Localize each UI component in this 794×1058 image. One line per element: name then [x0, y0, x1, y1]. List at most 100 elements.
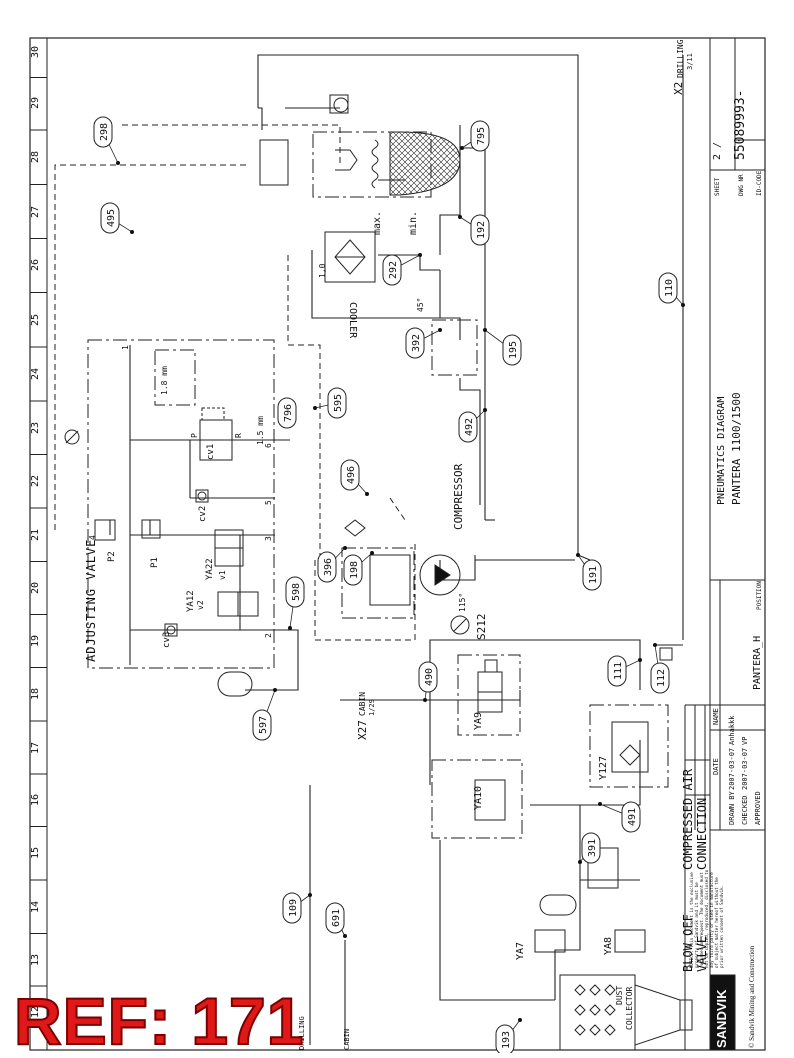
line-tag-label: 598 — [291, 583, 302, 601]
grid-number: 12 — [30, 1006, 41, 1018]
line-tag-bubble — [470, 120, 490, 152]
ya8-label: YA8 — [603, 936, 614, 955]
junction-dot — [288, 626, 292, 630]
dwg-label: DWG NR — [738, 174, 745, 196]
line-tag-bubble — [100, 202, 120, 234]
dust-collector — [559, 974, 693, 1051]
line-tag-label: 298 — [99, 123, 110, 141]
line-tag-label: 192 — [476, 221, 487, 239]
cabin-ref-label: 1/29 — [368, 699, 376, 716]
port-6-label: 6 — [264, 443, 273, 448]
separator-tank — [259, 94, 461, 196]
v2-label: v2 — [196, 600, 205, 610]
grid-number: 13 — [30, 954, 41, 966]
date-header: DATE — [712, 758, 720, 775]
orifice-10-label: 1,0 — [318, 263, 327, 278]
junction-dot — [518, 1018, 522, 1022]
port-r-label: R — [234, 433, 243, 438]
junction-dot — [598, 802, 602, 806]
ya9-label: YA9 — [473, 711, 484, 730]
port-p-label: P — [190, 433, 199, 438]
junction-dot — [273, 688, 277, 692]
line-tag-bubble — [582, 559, 602, 591]
grid-number: 21 — [30, 529, 41, 541]
line-tag-label: 392 — [411, 334, 422, 352]
model-title: PANTERA 1100/1500 — [730, 392, 743, 505]
position-label: POSITION — [756, 581, 763, 610]
grid-number: 18 — [30, 688, 41, 700]
grid-number: 25 — [30, 314, 41, 326]
junction-dot — [365, 492, 369, 496]
grid-number: 16 — [30, 794, 41, 806]
adjusting-valve-components — [64, 407, 259, 697]
grid-number: 29 — [30, 97, 41, 109]
line-tag-bubble — [343, 554, 363, 586]
line-tag-bubble — [317, 551, 337, 583]
checked-name: VP — [741, 736, 749, 745]
line-tag-label: 691 — [331, 909, 342, 927]
line-tag-bubble — [285, 576, 305, 608]
compressor — [344, 519, 470, 635]
line-tag-label: 490 — [424, 668, 435, 686]
line-tag-label: 496 — [346, 466, 357, 484]
port-5-label: 5 — [264, 500, 273, 505]
line-tag-bubble — [658, 272, 678, 304]
junction-dot — [423, 698, 427, 702]
junction-dot — [343, 546, 347, 550]
cv1-label: cv1 — [206, 443, 216, 460]
grid-number: 19 — [30, 635, 41, 647]
name-header: NAME — [712, 708, 720, 725]
line-tag-label: 796 — [283, 404, 294, 422]
junction-dot — [438, 328, 442, 332]
line-tag-label: 111 — [613, 662, 624, 680]
grid-number: 17 — [30, 742, 41, 754]
position-value: PANTERA_H — [752, 635, 763, 690]
cooler-title: COOLER — [347, 302, 358, 339]
junction-dot — [681, 303, 685, 307]
line-tag-label: 495 — [106, 209, 117, 227]
drawn-date: 2007-03-07 — [728, 747, 736, 790]
junction-dot — [308, 893, 312, 897]
line-tag-label: 110 — [664, 279, 675, 297]
line-tag-bubble — [607, 655, 627, 687]
drilling-ref-label: 3/11 — [686, 53, 694, 70]
sheet-label: SHEET — [714, 177, 721, 196]
line-tag-bubble — [458, 411, 478, 443]
x2-label: X2 — [672, 81, 685, 95]
grid-number: 22 — [30, 475, 41, 487]
grid-number: 20 — [30, 582, 41, 594]
orifice-18-box — [154, 349, 196, 406]
sheet-value: 2 / — [712, 141, 723, 160]
line-tag-label: 492 — [464, 418, 475, 436]
line-tag-label: 491 — [627, 808, 638, 826]
drawing-frame — [29, 37, 766, 1051]
checked-date: 2007-03-07 — [741, 747, 749, 790]
line-tag-label: 292 — [388, 261, 399, 279]
compressed-air-title-1: COMPRESSED AIR — [681, 768, 695, 870]
title-block — [684, 38, 765, 1051]
line-tag-bubble — [252, 709, 272, 741]
junction-dot — [313, 406, 317, 410]
junction-dot — [483, 408, 487, 412]
junction-dot — [578, 860, 582, 864]
junction-dot — [458, 215, 462, 219]
compressed-air-title-2: CONNECTION — [695, 797, 709, 870]
cv3-label: cv3 — [162, 631, 172, 648]
line-tag-bubble — [405, 327, 425, 359]
line-tag-label: 396 — [323, 558, 334, 576]
grid-number: 27 — [30, 206, 41, 218]
junction-dot — [576, 553, 580, 557]
dwg-value: 55089993- — [733, 89, 748, 160]
line-tag-bubble — [418, 661, 438, 693]
ref-overlay: REF: 171 — [13, 984, 305, 1058]
port-4-label: 4 — [88, 535, 97, 540]
line-tag-bubble — [327, 387, 347, 419]
line-tag-bubble — [502, 334, 522, 366]
solenoid-valves — [474, 647, 673, 953]
id-code-label: ID-CODE — [756, 170, 763, 196]
max-label: max. — [372, 210, 383, 235]
line-tag-label: 191 — [588, 566, 599, 584]
y127-boundary — [589, 704, 669, 788]
line-tag-label: 198 — [349, 561, 360, 579]
